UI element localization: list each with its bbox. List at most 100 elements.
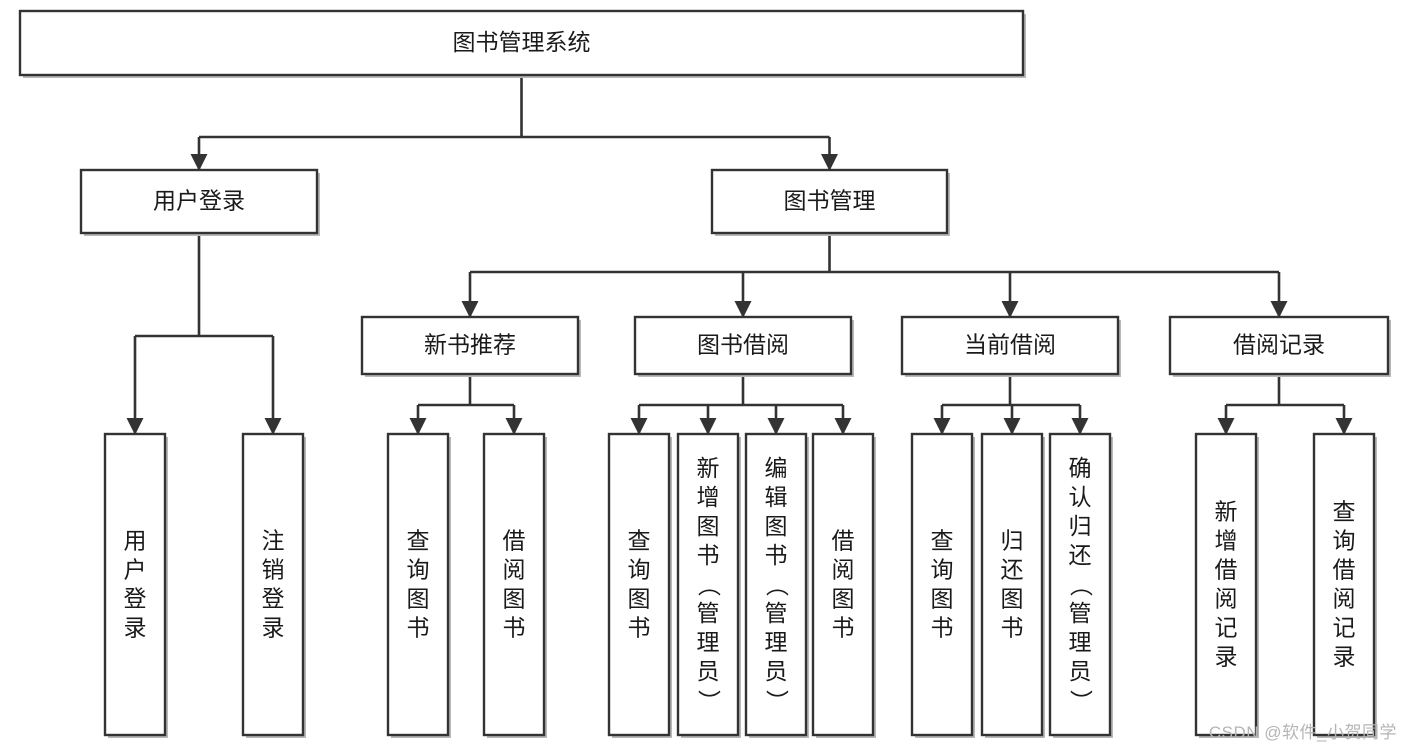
node-box[interactable]	[386, 432, 450, 737]
svg-text:阅: 阅	[832, 557, 855, 583]
svg-text:录: 录	[124, 615, 147, 641]
node-box[interactable]	[1168, 315, 1390, 376]
svg-text:新: 新	[1215, 499, 1238, 525]
svg-text:图: 图	[628, 586, 651, 612]
arrow-head-icon	[630, 418, 648, 435]
node-box[interactable]	[633, 315, 853, 376]
node-box[interactable]	[710, 168, 949, 235]
svg-text:（: （	[1068, 574, 1094, 597]
node-box[interactable]	[360, 315, 580, 376]
svg-text:书: 书	[407, 615, 430, 641]
node-book-manage[interactable]: 图书管理	[710, 168, 950, 236]
node-box[interactable]	[900, 315, 1120, 376]
svg-text:用: 用	[124, 528, 147, 554]
svg-text:理: 理	[697, 629, 720, 655]
svg-text:阅: 阅	[1333, 586, 1356, 612]
node-box[interactable]	[103, 432, 167, 737]
svg-text:归: 归	[1001, 528, 1024, 554]
svg-text:查: 查	[628, 528, 651, 554]
node-box[interactable]	[241, 432, 305, 737]
svg-text:借: 借	[832, 528, 855, 554]
svg-text:书: 书	[832, 615, 855, 641]
node-box[interactable]	[607, 432, 671, 737]
svg-text:管: 管	[1069, 600, 1092, 626]
svg-text:书: 书	[931, 615, 954, 641]
svg-text:借: 借	[1333, 557, 1356, 583]
node-label: 图书借阅	[697, 332, 789, 358]
svg-text:确: 确	[1069, 455, 1092, 481]
svg-text:增: 增	[697, 484, 720, 510]
node-borrow-record[interactable]: 借阅记录	[1168, 315, 1391, 377]
svg-text:新: 新	[697, 455, 720, 481]
svg-text:注: 注	[262, 528, 285, 554]
node-box[interactable]	[482, 432, 546, 737]
svg-text:阅: 阅	[1215, 586, 1238, 612]
node-new-book-recommend[interactable]: 新书推荐	[360, 315, 581, 377]
node-box[interactable]	[1048, 432, 1112, 737]
svg-text:书: 书	[765, 542, 788, 568]
svg-text:（: （	[764, 574, 790, 597]
arrow-head-icon	[1270, 301, 1288, 318]
svg-text:员: 员	[1069, 658, 1092, 684]
svg-text:图: 图	[407, 586, 430, 612]
svg-text:认: 认	[1069, 484, 1092, 510]
svg-text:书: 书	[628, 615, 651, 641]
svg-text:编: 编	[765, 455, 788, 481]
node-label: 用户登录	[153, 188, 245, 214]
svg-text:记: 记	[1215, 615, 1238, 641]
node-user-login[interactable]: 用户登录	[79, 168, 320, 236]
svg-text:录: 录	[1333, 644, 1356, 670]
svg-text:书: 书	[503, 615, 526, 641]
node-box[interactable]	[79, 168, 319, 235]
arrow-head-icon	[1001, 301, 1019, 318]
svg-text:户: 户	[124, 557, 147, 583]
svg-text:查: 查	[931, 528, 954, 554]
svg-text:员: 员	[765, 658, 788, 684]
svg-text:还: 还	[1001, 557, 1024, 583]
svg-text:图: 图	[765, 513, 788, 539]
node-box[interactable]	[980, 432, 1044, 737]
connector-lines	[126, 75, 1353, 435]
node-box[interactable]	[910, 432, 974, 737]
svg-text:录: 录	[1215, 644, 1238, 670]
svg-text:询: 询	[931, 557, 954, 583]
node-box[interactable]	[744, 432, 808, 737]
node-label: 图书管理系统	[453, 29, 591, 55]
svg-text:理: 理	[765, 629, 788, 655]
svg-text:归: 归	[1069, 513, 1092, 539]
arrow-head-icon	[126, 418, 144, 435]
svg-text:图: 图	[931, 586, 954, 612]
node-box[interactable]	[1194, 432, 1258, 737]
node-label: 用户登录	[124, 528, 147, 641]
node-leaf-user-login[interactable]: 用户登录	[103, 432, 168, 738]
node-current-borrow[interactable]: 当前借阅	[900, 315, 1121, 377]
node-box[interactable]	[811, 432, 875, 737]
node-box[interactable]	[18, 9, 1025, 77]
svg-text:辑: 辑	[765, 484, 788, 510]
node-box[interactable]	[676, 432, 740, 737]
node-box[interactable]	[1312, 432, 1376, 737]
node-book-borrow[interactable]: 图书借阅	[633, 315, 854, 377]
svg-text:借: 借	[1215, 557, 1238, 583]
svg-text:阅: 阅	[503, 557, 526, 583]
node-root[interactable]: 图书管理系统	[18, 9, 1026, 78]
